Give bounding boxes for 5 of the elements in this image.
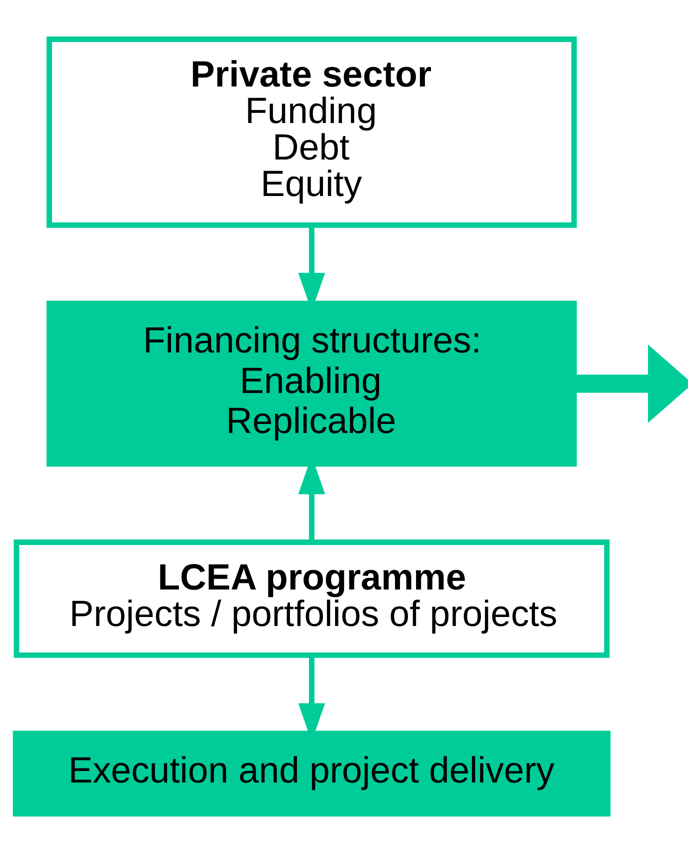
node-box: LCEA programme Projects / portfolios of projects [14,538,610,658]
node-box: Execution and project delivery [12,730,611,816]
node-box: Private sector Funding Debt Equity [46,36,577,228]
arrow [574,344,688,422]
node-box: Financing structures: Enabling Replicable [46,300,577,466]
